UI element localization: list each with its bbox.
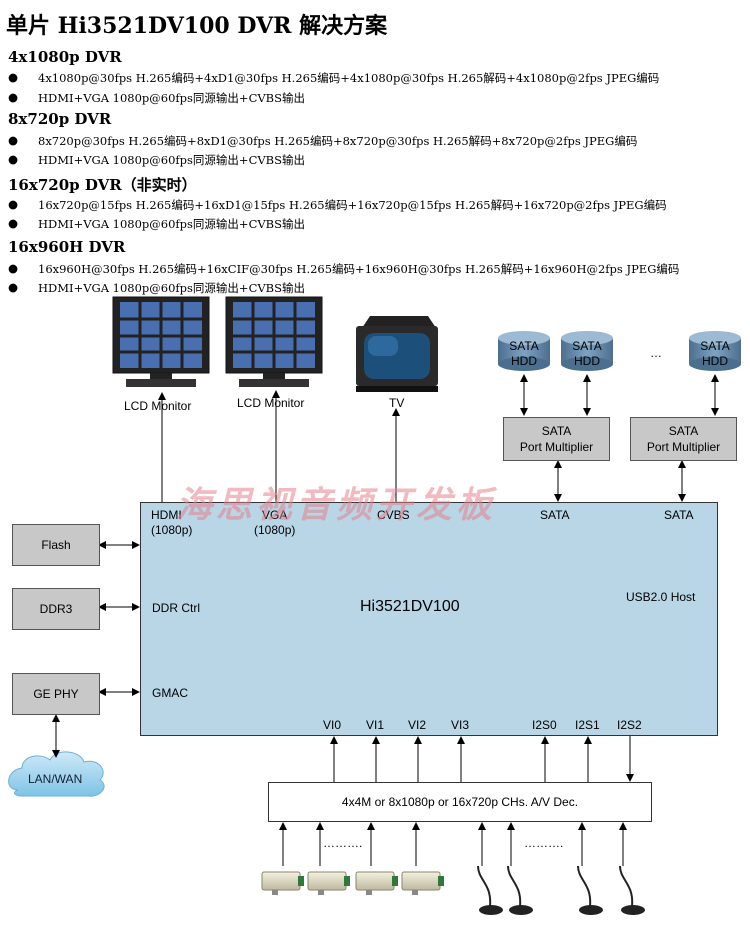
camera-dots: ………. [323,836,363,850]
bullet: ●HDMI+VGA 1080p@60fps同源输出+CVBS输出 [8,216,306,231]
ddr3-box: DDR3 [12,588,100,630]
section-heading-8x720p: 8x720p DVR [8,110,112,128]
ddr-ctrl-label: DDR Ctrl [152,601,200,615]
vga-port-label: VGA (1080p) [254,508,296,537]
camera-icon [401,871,444,895]
lcd-monitor-label: LCD Monitor [237,396,305,410]
vi2-label: VI2 [408,718,427,732]
bullet: ●16x720p@15fps H.265编码+16xD1@15fps H.265… [8,197,667,212]
bullet: ●HDMI+VGA 1080p@60fps同源输出+CVBS输出 [8,90,306,105]
page-title: 单片 Hi3521DV100 DVR 解决方案 [6,13,388,39]
bullet: ●HDMI+VGA 1080p@60fps同源输出+CVBS输出 [8,280,306,295]
microphone-icon [477,865,503,915]
microphone-icon [577,865,603,915]
bullet: ●4x1080p@30fps H.265编码+4xD1@30fps H.265编… [8,70,660,85]
cloud-icon [8,751,105,797]
tv-icon [356,316,438,392]
section-heading-4x1080p: 4x1080p DVR [8,48,122,66]
sata-port-multiplier-box: SATA Port Multiplier [630,417,737,461]
sata-port-label: SATA [540,508,570,522]
watermark: 海思视音频开发板 [176,484,497,526]
flash-box: Flash [12,524,100,566]
lcd-monitor-icon [225,296,323,387]
i2s1-label: I2S1 [575,718,600,732]
hdmi-port-label: HDMI (1080p) [151,508,193,537]
sata-port-multiplier-box: SATA Port Multiplier [503,417,610,461]
sata-port-label: SATA [664,508,694,522]
hdd-ellipsis: … [650,346,662,360]
section-heading-16x720p: 16x720p DVR（非实时） [8,176,197,194]
lcd-monitor-label: LCD Monitor [124,399,192,413]
bullet: ●16x960H@30fps H.265编码+16xCIF@30fps H.26… [8,261,680,276]
vi0-label: VI0 [323,718,342,732]
section-heading-16x960h: 16x960H DVR [8,238,126,256]
lcd-monitor-icon [112,296,210,387]
soc-chip-box [140,502,718,736]
lan-wan-label: LAN/WAN [28,772,83,786]
microphone-icon [507,865,533,915]
i2s2-label: I2S2 [617,718,642,732]
gmac-label: GMAC [152,686,188,700]
tv-label: TV [389,396,405,410]
av-decoder-box: 4x4M or 8x1080p or 16x720p CHs. A/V Dec. [268,782,652,822]
sata-hdd-icon [689,331,741,371]
bullet: ●8x720p@30fps H.265编码+8xD1@30fps H.265编码… [8,133,638,148]
vi3-label: VI3 [451,718,470,732]
microphone-icon [619,865,645,915]
camera-icon [261,871,304,895]
cvbs-port-label: CVBS [377,508,410,522]
camera-icon [355,871,398,895]
camera-icon [307,871,350,895]
ge-phy-box: GE PHY [12,673,100,715]
mic-dots: ………. [524,836,564,850]
chip-name: Hi3521DV100 [360,598,460,615]
sata-hdd-icon [561,331,613,371]
bullet: ●HDMI+VGA 1080p@60fps同源输出+CVBS输出 [8,152,306,167]
i2s0-label: I2S0 [532,718,557,732]
usb-host-label: USB2.0 Host [626,590,696,604]
vi1-label: VI1 [366,718,385,732]
sata-hdd-icon [498,331,550,371]
